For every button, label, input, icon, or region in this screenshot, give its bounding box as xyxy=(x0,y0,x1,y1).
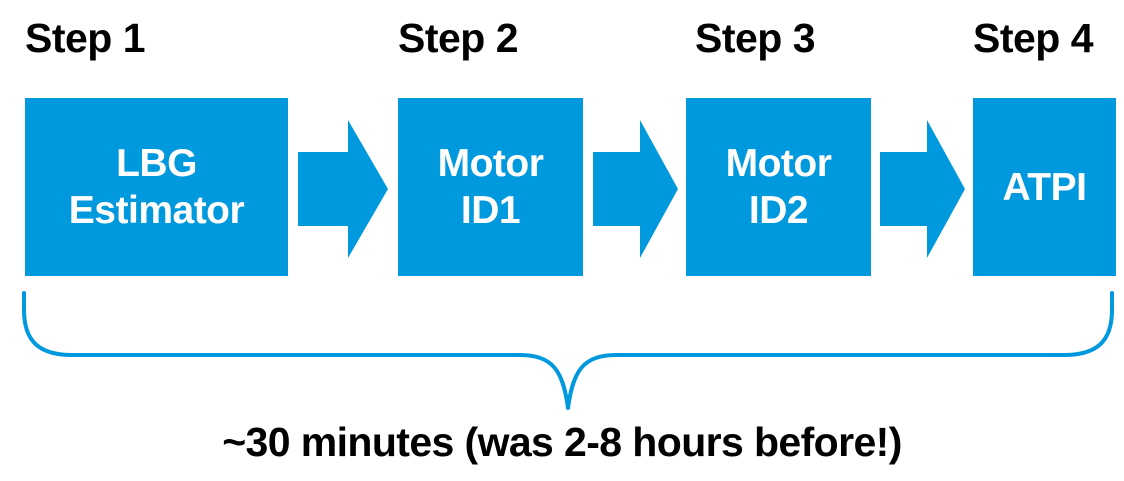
step-label-3: Step 3 xyxy=(695,15,816,61)
step-box-label-3: Motor ID2 xyxy=(725,142,832,232)
step-label-1: Step 1 xyxy=(25,15,146,61)
right-block-arrow-icon-2-to-3 xyxy=(593,120,678,258)
step-box-atpi[interactable]: ATPI xyxy=(973,98,1116,276)
curly-brace-down-icon xyxy=(22,291,1114,410)
step-box-motor-id2[interactable]: Motor ID2 xyxy=(686,98,871,276)
step-label-2: Step 2 xyxy=(398,15,519,61)
step-label-4: Step 4 xyxy=(973,15,1094,61)
step-box-label-2: Motor ID1 xyxy=(437,142,544,232)
step-box-label-1: LBG Estimator xyxy=(68,142,245,232)
right-block-arrow-icon-1-to-2 xyxy=(298,120,388,258)
step-box-lbg-estimator[interactable]: LBG Estimator xyxy=(25,98,288,276)
right-block-arrow-icon-3-to-4 xyxy=(880,120,965,258)
step-box-label-4: ATPI xyxy=(1002,165,1087,209)
duration-caption: ~30 minutes (was 2-8 hours before!) xyxy=(222,419,902,465)
step-box-motor-id1[interactable]: Motor ID1 xyxy=(398,98,583,276)
